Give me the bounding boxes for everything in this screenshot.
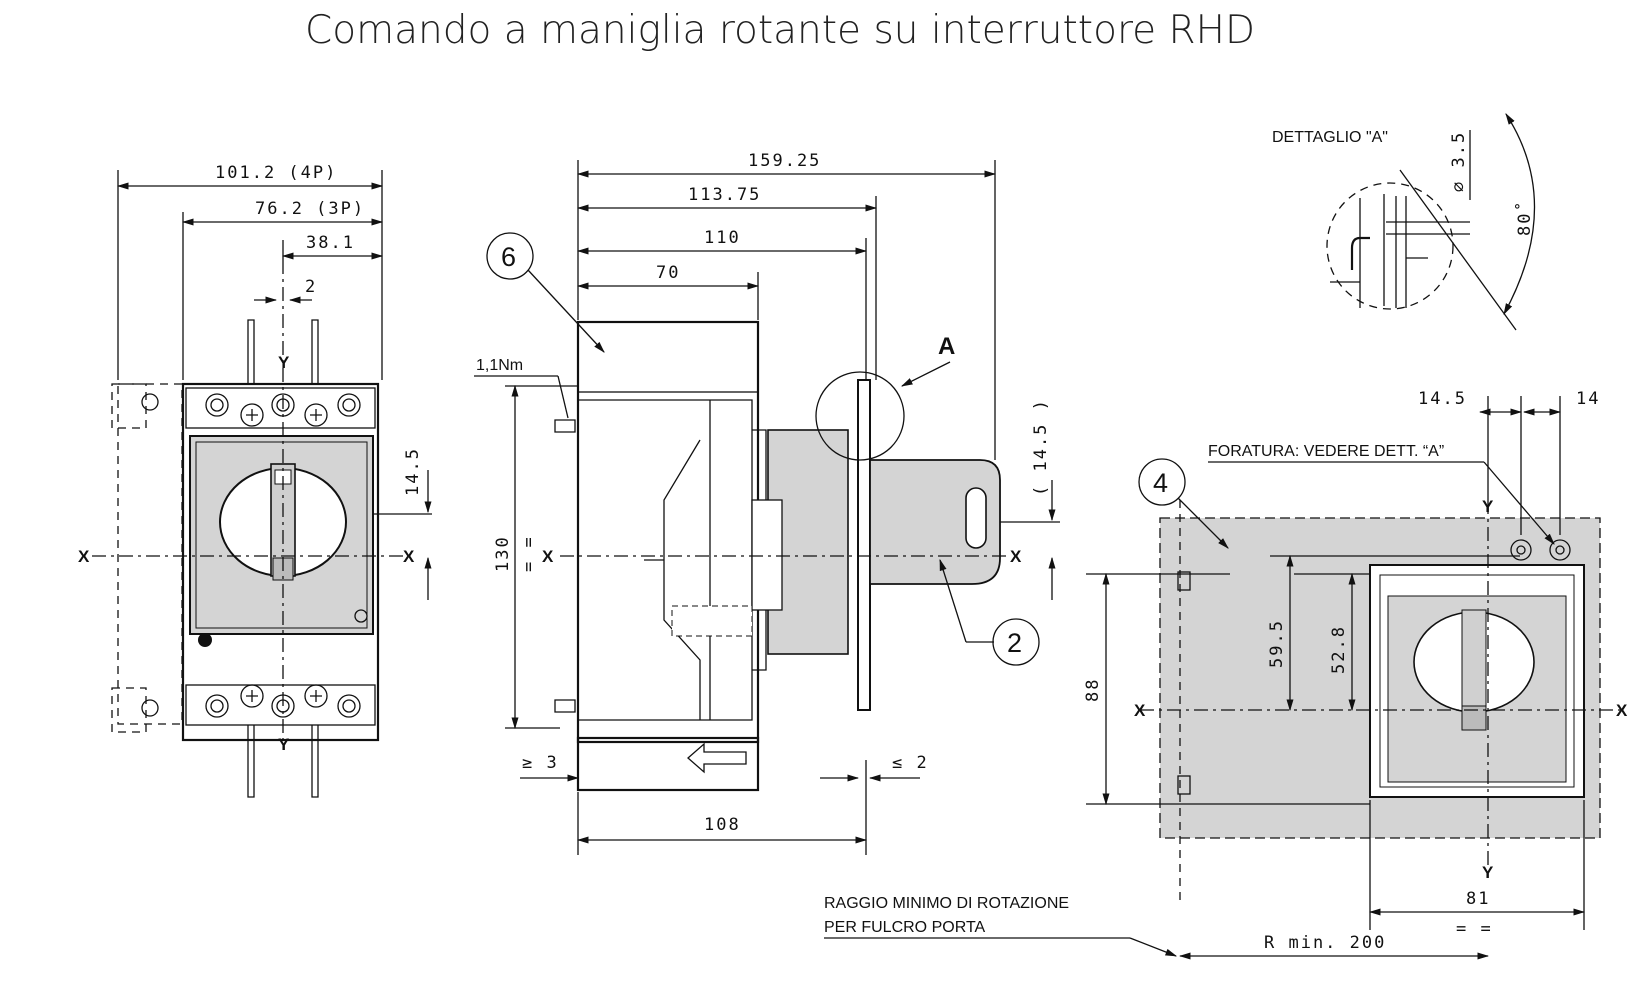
axis-x-right: X [403,547,415,566]
side-axis-x-right: X [1010,547,1022,566]
label-torque: 1,1Nm [476,357,523,374]
drill-axis-x-left: X [1134,701,1146,720]
callout-6-circle [486,232,534,280]
detail-angle: 80˚ [1514,199,1535,236]
drill-axis-x-right: X [1616,701,1628,720]
callout-4-circle [1138,458,1186,506]
axis-x-left: X [78,547,90,566]
dim-drill-59-5: 59.5 [1267,619,1287,668]
dim-paren-14-5: ( 14.5 ) [1031,398,1051,496]
dim-drill-14: 14 [1576,389,1600,409]
dim-70: 70 [656,263,680,283]
detail-a-circle [815,371,905,461]
radius-note-line1: RAGGIO MINIMO DI ROTAZIONE [824,895,1069,912]
dim-offset: 2 [305,277,317,297]
dim-vertical-14-5: 14.5 [403,447,423,496]
side-view: X X 159.25 113.75 110 70 130 = = 1,1Nm ≥… [474,151,1060,855]
dim-total-159: 159.25 [748,151,821,171]
callout-4: 4 [1153,468,1168,498]
drill-hole-right [1549,539,1571,561]
detail-diameter: ⌀ 3.5 [1449,131,1469,192]
dim-depth-108: 108 [704,815,741,835]
drilling-view: X X Y Y 14.5 14 FORATURA: VEDERE DETT. “… [824,389,1628,960]
page-title: Comando a maniglia rotante su interrutto… [305,8,1255,53]
dim-110: 110 [704,228,741,248]
breaker-side-body [576,320,760,744]
dashed-outline [117,383,183,725]
dim-drill-88: 88 [1083,678,1103,702]
breaker-body [181,382,380,742]
detail-a-outline [1326,182,1454,310]
dim-radius-min: R min. 200 [1264,933,1386,953]
front-view: X X Y Y 101.2 (4P) 76.2 (3P) 38.1 2 14.5 [78,163,432,798]
dim-drill-eq: = = [1456,919,1493,939]
detail-a: DETTAGLIO "A" ⌀ 3.5 80˚ [1272,113,1536,331]
drilling-note: FORATURA: VEDERE DETT. “A” [1208,443,1444,460]
radius-note-line2: PER FULCRO PORTA [824,919,986,936]
dim-max-gap: ≤ 2 [892,753,929,773]
dim-min-gap: ≥ 3 [522,753,559,773]
dim-drill-14-5: 14.5 [1418,389,1467,409]
callout-detail-a: A [938,333,955,360]
dim-half: 38.1 [306,233,355,253]
dim-width-4p: 101.2 (4P) [215,163,337,183]
axis-y-bottom: Y [278,735,290,754]
arrow-left-icon [687,742,747,774]
dim-height-130: 130 [493,535,513,572]
dim-drill-81: 81 [1466,889,1490,909]
detail-a-label: DETTAGLIO "A" [1272,129,1388,146]
callout-2: 2 [1007,628,1022,658]
dim-width-3p: 76.2 (3P) [255,199,365,219]
dim-drill-52-8: 52.8 [1329,625,1349,674]
callout-6: 6 [501,242,516,272]
side-axis-x-left: X [542,547,554,566]
drill-axis-y-top: Y [1482,497,1494,516]
axis-y-top: Y [278,353,290,372]
dim-113: 113.75 [688,185,761,205]
drill-hole-left [1510,539,1532,561]
drill-axis-y-bottom: Y [1482,863,1494,882]
dim-height-eq: = = [519,535,539,572]
